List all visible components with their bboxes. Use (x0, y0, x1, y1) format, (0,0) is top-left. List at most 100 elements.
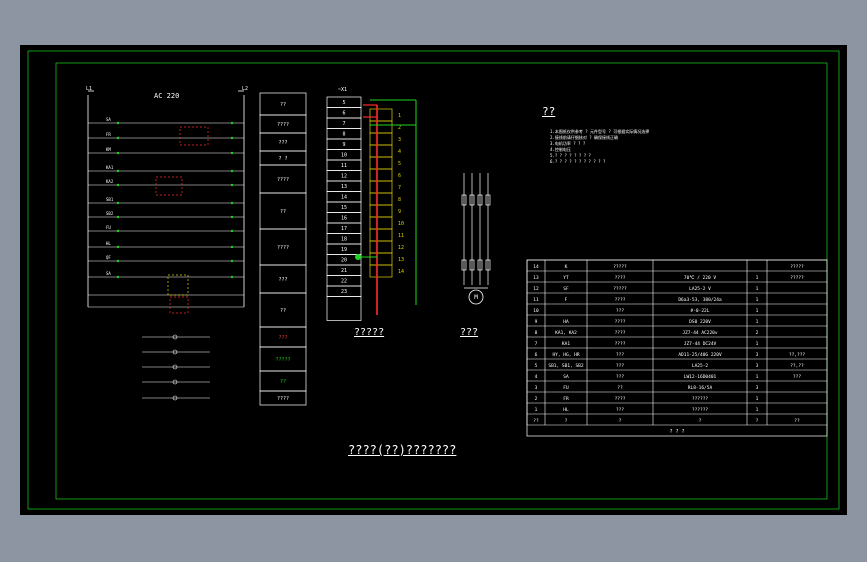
terminal-number: 9 (342, 142, 345, 148)
table-cell: LW12-16D0401 (684, 374, 717, 380)
wire-cell-6 (369, 168, 393, 182)
note-line: 4.控制电压 (550, 146, 571, 152)
terminal-header: ~X1 (338, 87, 348, 93)
wire-cell-2 (369, 120, 393, 134)
table-footer: ? ? ? (669, 429, 684, 435)
section-motor-title: ??? (460, 327, 479, 338)
rung-element-label: KA2 (106, 179, 114, 184)
panel-item: ?? (280, 102, 286, 108)
table-cell: 12 (533, 286, 539, 292)
table-cell: ????? (613, 286, 627, 292)
table-cell: 1 (756, 374, 759, 380)
table-cell: ???? (615, 330, 626, 336)
table-cell: ?????? (692, 407, 709, 413)
table-cell: 2 (756, 330, 759, 336)
terminal-number: 5 (342, 100, 345, 106)
table-cell: 1 (756, 396, 759, 402)
panel-item: ??? (278, 140, 287, 146)
terminal-number: 15 (341, 205, 347, 211)
wire-number: 6 (398, 173, 401, 179)
panel-item: ?? (280, 308, 286, 314)
table-cell: ???? (615, 319, 626, 325)
rung-element-label: KA1 (106, 165, 114, 170)
table-cell: ????? (790, 275, 804, 281)
rung-element-label: FU (106, 225, 111, 230)
terminal-number: 23 (341, 289, 347, 295)
table-cell: F (565, 297, 568, 303)
contact-6 (116, 201, 120, 205)
terminal-number: 11 (341, 163, 347, 169)
table-cell: 3 (756, 385, 759, 391)
table-cell: LA25-2 (692, 363, 709, 369)
table-cell: HY, HG, HR (552, 352, 579, 358)
table-cell: YT (563, 275, 569, 281)
table-cell: ????? (790, 264, 804, 270)
wire-cell-13 (369, 252, 393, 266)
coil-terminal-11 (230, 275, 234, 279)
panel-item: ??? (278, 277, 287, 283)
wire-cell-5 (369, 156, 393, 170)
contactor-3 (477, 259, 483, 271)
relay-box (169, 296, 189, 314)
wire-cell-14 (369, 264, 393, 278)
table-cell: 9 (535, 319, 538, 325)
section-terminal-title: ????? (354, 327, 385, 338)
table-cell: 1 (756, 297, 759, 303)
table-cell: 5 (535, 363, 538, 369)
interlock-box-2 (155, 176, 183, 196)
table-cell: 6 (535, 352, 538, 358)
terminal-number: 10 (341, 153, 347, 159)
fuse-4 (485, 194, 491, 206)
rung-element-label: QF (106, 255, 111, 260)
contactor-2 (469, 259, 475, 271)
coil-terminal-7 (230, 215, 234, 219)
panel-item: ???? (277, 177, 289, 183)
lamp-symbol-1 (172, 334, 178, 340)
contact-10 (116, 259, 120, 263)
table-cell: ??? (616, 352, 624, 358)
table-cell: RL8-16/5A (688, 385, 713, 391)
wire-number: 4 (398, 149, 401, 155)
table-cell: ????? (613, 264, 627, 270)
panel-item: ????? (275, 357, 290, 363)
note-line: 5.? ? ? ? ? ? ? ? (550, 153, 592, 158)
wire-number: 10 (398, 221, 404, 227)
table-cell: K (565, 264, 568, 270)
coil-terminal-10 (230, 259, 234, 263)
table-cell: ? (565, 418, 568, 424)
table-cell: ???? (615, 275, 626, 281)
table-cell: 3 (756, 363, 759, 369)
table-cell: 1 (756, 319, 759, 325)
wire-cell-8 (369, 192, 393, 206)
panel-item: ???? (277, 396, 289, 402)
contactor-1 (461, 259, 467, 271)
fuse-3 (477, 194, 483, 206)
wire-number: 3 (398, 137, 401, 143)
contactor-4 (485, 259, 491, 271)
wire-cell-11 (369, 228, 393, 242)
right-bus-label: L2 (242, 86, 249, 92)
contact-5 (116, 183, 120, 187)
table-cell: JZ7-44 AC220v (682, 330, 718, 336)
wire-number: 1 (398, 113, 401, 119)
contact-1 (116, 121, 120, 125)
notes-title: ?? (542, 105, 556, 118)
terminal-number: 6 (342, 111, 345, 117)
fuse-1 (461, 194, 467, 206)
table-cell: ?? (617, 385, 623, 391)
panel-item: ?? (280, 379, 286, 385)
table-cell: ??? (616, 363, 624, 369)
note-line: 6.? ? ? ? ? ? ? ? ? ? ? (550, 159, 606, 164)
wire-number: 12 (398, 245, 404, 251)
contact-8 (116, 229, 120, 233)
coil-terminal-2 (230, 136, 234, 140)
table-cell: ??,?? (790, 363, 804, 369)
table-cell: SF (563, 286, 569, 292)
wire-number: 7 (398, 185, 401, 191)
timer-box (167, 274, 189, 296)
rung-element-label: FR (106, 132, 111, 137)
terminal-number: 19 (341, 247, 347, 253)
table-cell: 8 (535, 330, 538, 336)
table-cell: ???? (615, 396, 626, 402)
table-cell: 2 (535, 396, 538, 402)
